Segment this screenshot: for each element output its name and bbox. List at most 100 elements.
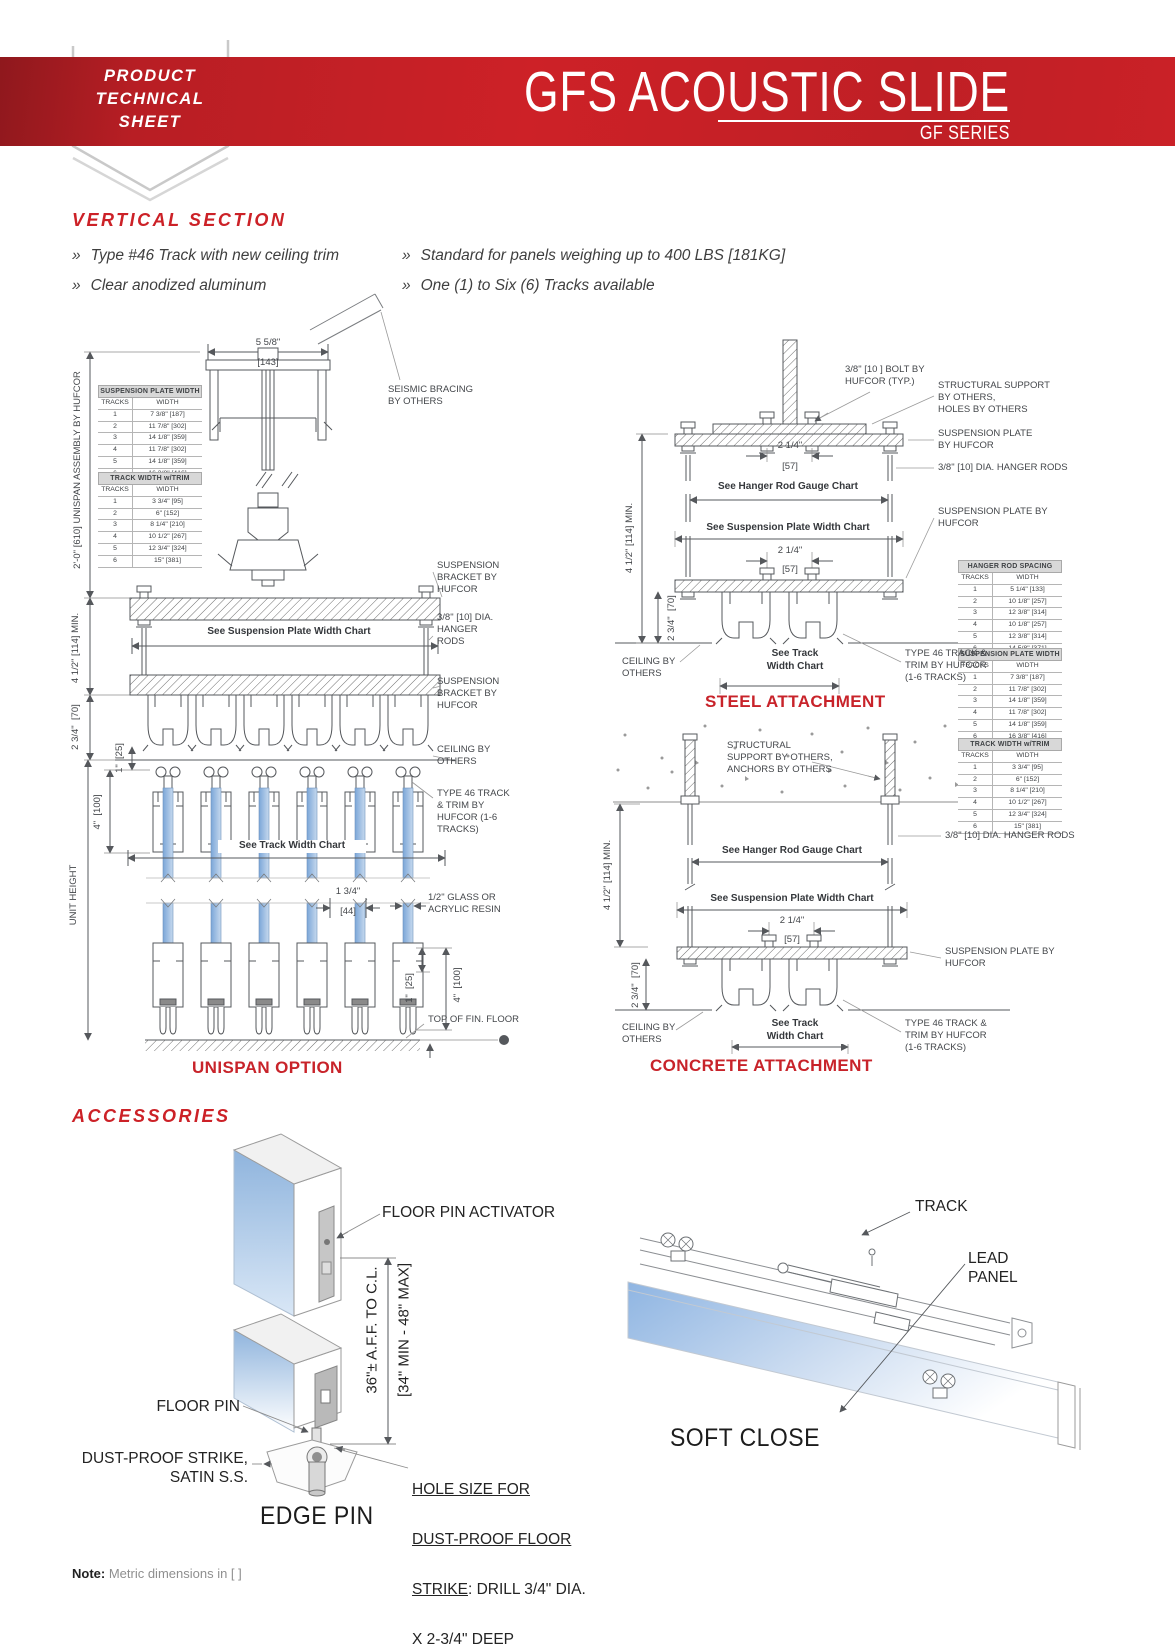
dim-2-1-4-b: 2 1/4": [777, 545, 803, 556]
label-suspension-bracket-2: SUSPENSION BRACKET BY HUFCOR: [437, 676, 500, 712]
label-structural-support-concrete: STRUCTURAL SUPPORT BY OTHERS, ANCHORS BY…: [727, 740, 833, 776]
table-title: SUSPENSION PLATE WIDTH: [98, 385, 202, 398]
dim-4-100: 4" [100]: [92, 794, 104, 830]
dim-2-1-4-concrete: 2 1/4": [779, 915, 805, 926]
bullet-text: Clear anodized aluminum: [90, 277, 267, 294]
label-suspension-plate: SUSPENSION PLATE BY HUFCOR: [938, 428, 1033, 452]
bullet-marker: »: [402, 247, 411, 264]
dim-4-1-2-min-steel: 4 1/2" [114] MIN.: [624, 502, 636, 574]
label-floor-pin: FLOOR PIN: [156, 1398, 240, 1415]
bullet-item: »Type #46 Track with new ceiling trim: [72, 247, 339, 265]
dim-1-3-4: 1 3/4": [335, 886, 361, 897]
label-track: TRACK: [915, 1198, 968, 1215]
bullet-marker: »: [72, 277, 81, 294]
hole-size-line3: : DRILL 3/4" DIA.: [467, 1581, 586, 1598]
label-floor-pin-activator: FLOOR PIN ACTIVATOR: [382, 1204, 556, 1221]
label-structural-support: STRUCTURAL SUPPORT BY OTHERS, HOLES BY O…: [938, 380, 1050, 416]
label-seismic-bracing: SEISMIC BRACING BY OTHERS: [388, 384, 473, 408]
dim-143: [143]: [257, 357, 279, 368]
hole-size-line1: HOLE SIZE FOR: [412, 1481, 530, 1498]
note-prefix: Note:: [72, 1566, 106, 1581]
dim-2-3-4-steel: 2 3/4" [70]: [666, 595, 678, 641]
dim-57-b: [57]: [782, 564, 798, 575]
bullet-item: » Standard for panels weighing up to 400 …: [402, 247, 785, 265]
dim-5-5-8: 5 5/8": [255, 337, 281, 348]
bullet-item: » Clear anodized aluminum: [72, 277, 266, 295]
table-title: TRACK WIDTH w/TRIM: [98, 472, 202, 485]
ref-suspension-plate-chart-steel: See Suspension Plate Width Chart: [676, 522, 900, 535]
dim-unit-height: UNIT HEIGHT: [68, 864, 80, 926]
label-lead-panel: LEAD PANEL: [968, 1250, 1018, 1286]
label-hanger-rods: 3/8" [10] DIA. HANGER RODS: [437, 612, 494, 648]
dim-1-25: 1" [25]: [114, 743, 126, 773]
label-bolt-by-hufcor: 3/8" [10 ] BOLT BY HUFCOR (TYP.): [845, 364, 925, 388]
dim-2-3-4-concrete: 2 3/4" [70]: [630, 962, 642, 1008]
hole-size-line2: DUST-PROOF FLOOR: [412, 1531, 572, 1548]
dim-57-a: [57]: [782, 461, 798, 472]
label-ceiling-concrete: CEILING BY OTHERS: [622, 1022, 676, 1046]
dim-2-1-4-a: 2 1/4": [777, 440, 803, 451]
ref-suspension-plate-chart-concrete: See Suspension Plate Width Chart: [680, 893, 904, 906]
label-glass: 1/2" GLASS OR ACRYLIC RESIN: [428, 892, 501, 916]
ribbon-line: SHEET: [118, 113, 182, 131]
dim-4-1-2-min: 4 1/2" [114] MIN.: [70, 612, 82, 684]
table-title: TRACK WIDTH w/TRIM: [958, 738, 1062, 751]
dim-57-concrete: [57]: [784, 934, 800, 945]
ref-track-width-chart-steel: See Track Width Chart: [736, 648, 854, 674]
ribbon-line: PRODUCT: [103, 67, 197, 85]
dim-aff-to-cl: 36"± A.F.F. TO C.L.: [363, 1266, 381, 1394]
series-subtitle: GF SERIES: [920, 123, 1010, 144]
label-top-of-floor: TOP OF FIN. FLOOR: [428, 1014, 519, 1025]
label-dust-proof-strike: DUST-PROOF STRIKE, SATIN S.S.: [81, 1450, 248, 1486]
hole-size-line4: X 2-3/4" DEEP: [412, 1631, 514, 1648]
ref-track-width-chart-concrete: See Track Width Chart: [736, 1018, 854, 1044]
table-title: SUSPENSION PLATE WIDTH: [958, 648, 1062, 661]
section-heading-vertical-section: VERTICAL SECTION: [72, 210, 287, 230]
label-dia-hanger-rods-concrete: 3/8" [10] DIA. HANGER RODS: [945, 830, 1075, 841]
ref-hanger-rod-gauge-chart: See Hanger Rod Gauge Chart: [676, 481, 900, 494]
caption-unispan-option: UNISPAN OPTION: [192, 1058, 343, 1077]
bullet-marker: »: [402, 277, 411, 294]
label-ceiling-steel: CEILING BY OTHERS: [622, 656, 676, 680]
bullet-text: Standard for panels weighing up to 400 L…: [420, 247, 786, 264]
bullet-item: »One (1) to Six (6) Tracks available: [402, 277, 655, 295]
dim-4-1-2-min-concrete: 4 1/2" [114] MIN.: [602, 839, 614, 911]
label-type46-concrete: TYPE 46 TRACK & TRIM BY HUFCOR (1-6 TRAC…: [905, 1018, 987, 1054]
caption-steel-attachment: STEEL ATTACHMENT: [705, 692, 886, 711]
product-sheet-ribbon: PRODUCT TECHNICAL SHEET: [75, 65, 225, 134]
dim-unispan-assembly: 2'-0" [610] UNISPAN ASSEMBLY BY HUFCOR: [72, 371, 84, 569]
dim-1-25-b: 1" [25]: [404, 973, 416, 1003]
metric-note: Note: Metric dimensions in [ ]: [72, 1566, 242, 1581]
title-rule: [718, 120, 1010, 122]
label-dia-hanger-rods: 3/8" [10] DIA. HANGER RODS: [938, 462, 1068, 473]
dim-min-max: [34" MIN - 48" MAX]: [395, 1262, 413, 1398]
hole-size-line3u: STRIKE: [412, 1581, 468, 1598]
label-type46-steel: TYPE 46 TRACK & TRIM BY HUFCOR (1-6 TRAC…: [905, 648, 987, 684]
